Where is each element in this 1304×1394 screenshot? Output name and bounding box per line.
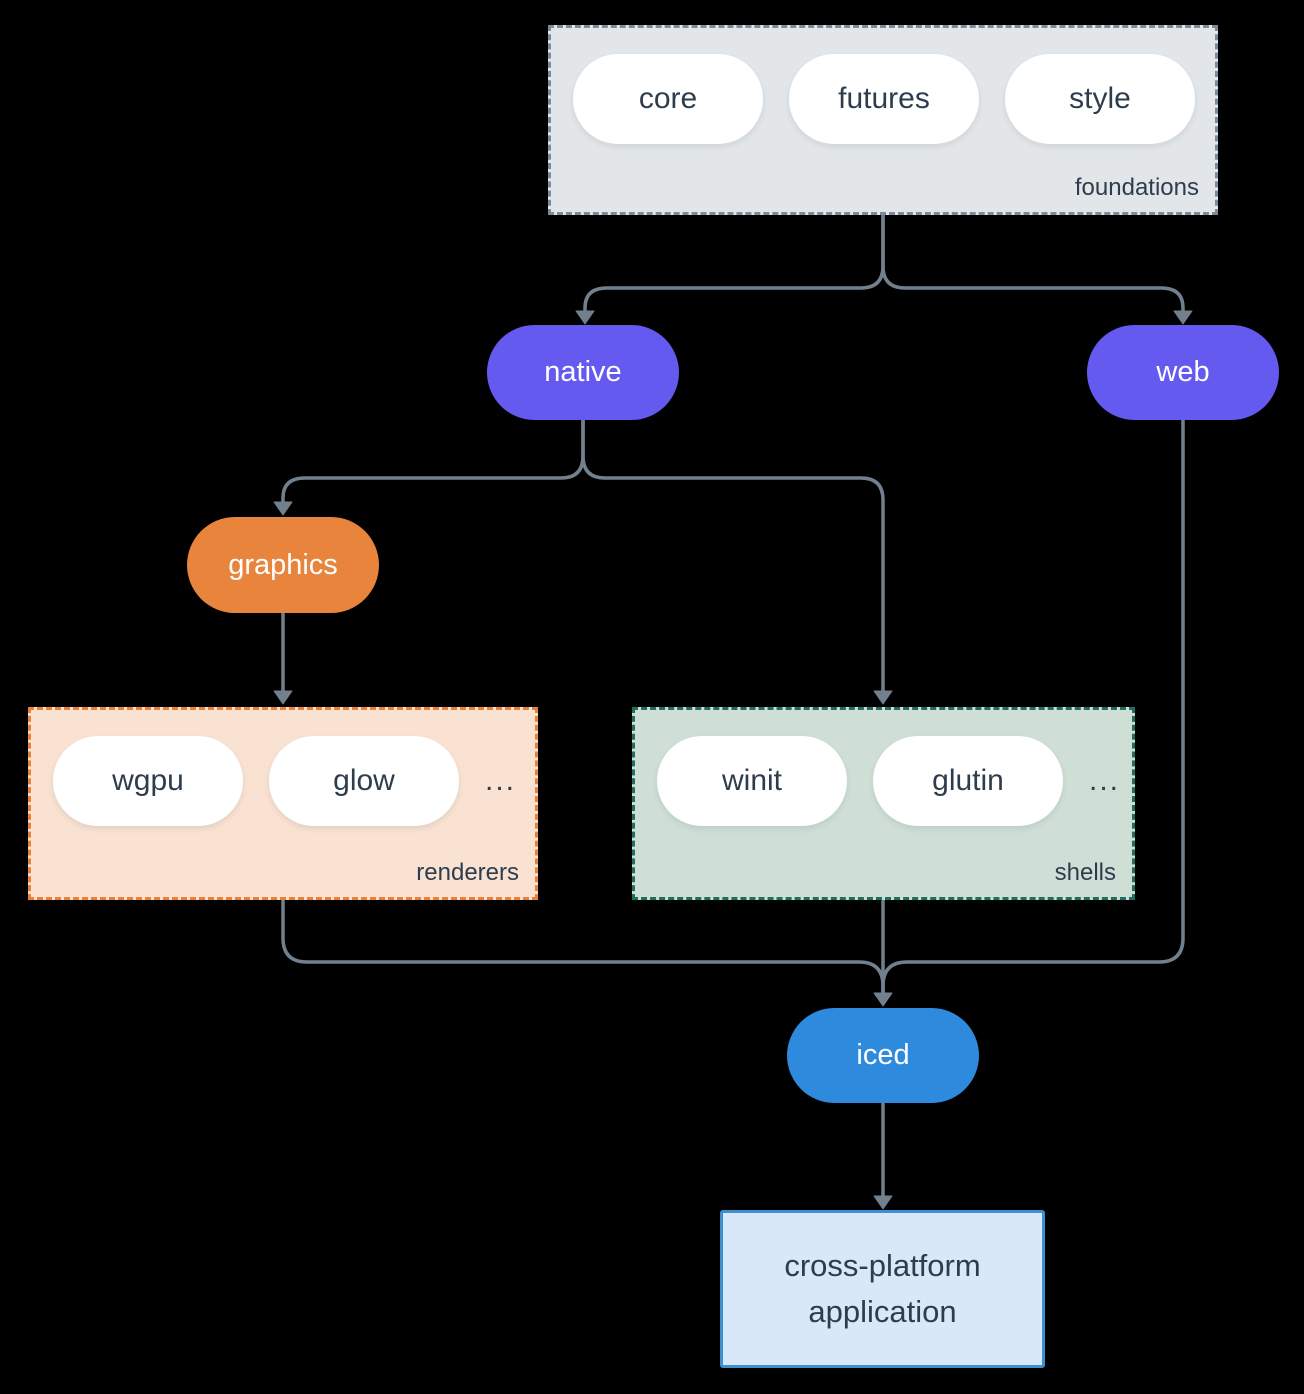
node-iced: iced <box>787 1008 979 1103</box>
node-application: cross-platform application <box>720 1210 1045 1368</box>
pill-winit: winit <box>657 736 847 826</box>
renderers-ellipsis: ... <box>485 764 517 797</box>
group-label-shells: shells <box>1054 859 1116 886</box>
renderers-pill-row: wgpu glow ... <box>31 710 535 826</box>
foundations-pill-row: core futures style <box>551 28 1215 144</box>
group-foundations: core futures style foundations <box>548 25 1218 215</box>
group-renderers: wgpu glow ... renderers <box>28 707 538 900</box>
group-shells: winit glutin ... shells <box>632 707 1135 900</box>
connector-renderers-iced <box>281 900 885 993</box>
arrowhead-shells <box>873 690 893 705</box>
group-label-renderers: renderers <box>416 859 519 886</box>
arrowhead-native <box>575 310 595 325</box>
pill-glow: glow <box>269 736 459 826</box>
group-label-foundations: foundations <box>1074 174 1199 201</box>
arrowhead-web <box>1173 310 1193 325</box>
node-graphics: graphics <box>187 517 379 613</box>
arrowhead-application <box>873 1195 893 1210</box>
arrowhead-iced <box>873 992 893 1007</box>
connector-native-graphics <box>281 420 585 502</box>
connector-foundations-web <box>881 214 1185 311</box>
pill-futures: futures <box>789 54 979 144</box>
pill-style: style <box>1005 54 1195 144</box>
shells-ellipsis: ... <box>1089 764 1121 797</box>
node-native: native <box>487 325 679 420</box>
arrowhead-graphics <box>273 501 293 516</box>
pill-core: core <box>573 54 763 144</box>
pill-glutin: glutin <box>873 736 1063 826</box>
node-web: web <box>1087 325 1279 420</box>
arrowhead-renderers <box>273 690 293 705</box>
shells-pill-row: winit glutin ... <box>635 710 1132 826</box>
connector-native-shells <box>581 420 885 691</box>
connector-foundations-native <box>583 214 885 311</box>
pill-wgpu: wgpu <box>53 736 243 826</box>
